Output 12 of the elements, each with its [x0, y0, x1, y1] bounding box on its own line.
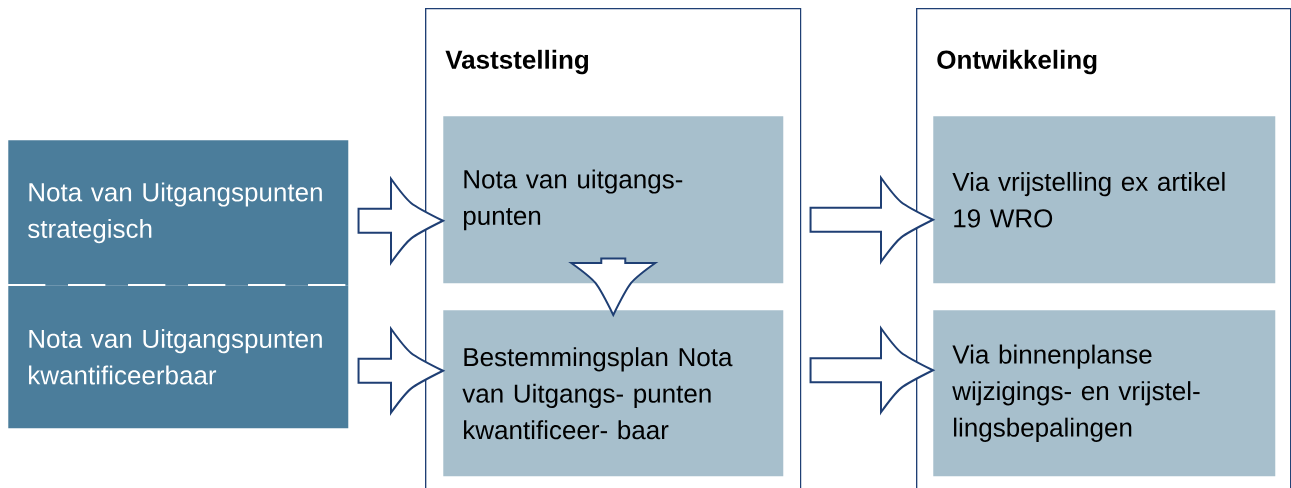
step-box: Via vrijstelling ex artikel 19 WRO	[933, 116, 1276, 284]
block-arrow	[357, 327, 444, 414]
block-arrow	[357, 177, 444, 264]
node-label: Nota van Uitgangspunten kwantificeerbaar	[29, 328, 322, 385]
source-box: Nota van Uitgangspunten strategisch	[8, 140, 349, 286]
step-box: Nota van uitgangs- punten	[443, 116, 784, 284]
step-box: Via binnenplanse wijzigings- en vrijstel- lingsbepalingen	[933, 310, 1276, 477]
step-box: Bestemmingsplan Nota van Uitgangs- punten kwantificeer- baar	[443, 310, 784, 477]
block-arrow	[809, 327, 934, 414]
block-arrow	[570, 257, 657, 316]
block-arrow	[809, 176, 934, 263]
source-box: Nota van Uitgangspunten kwantificeerbaar	[8, 285, 349, 429]
